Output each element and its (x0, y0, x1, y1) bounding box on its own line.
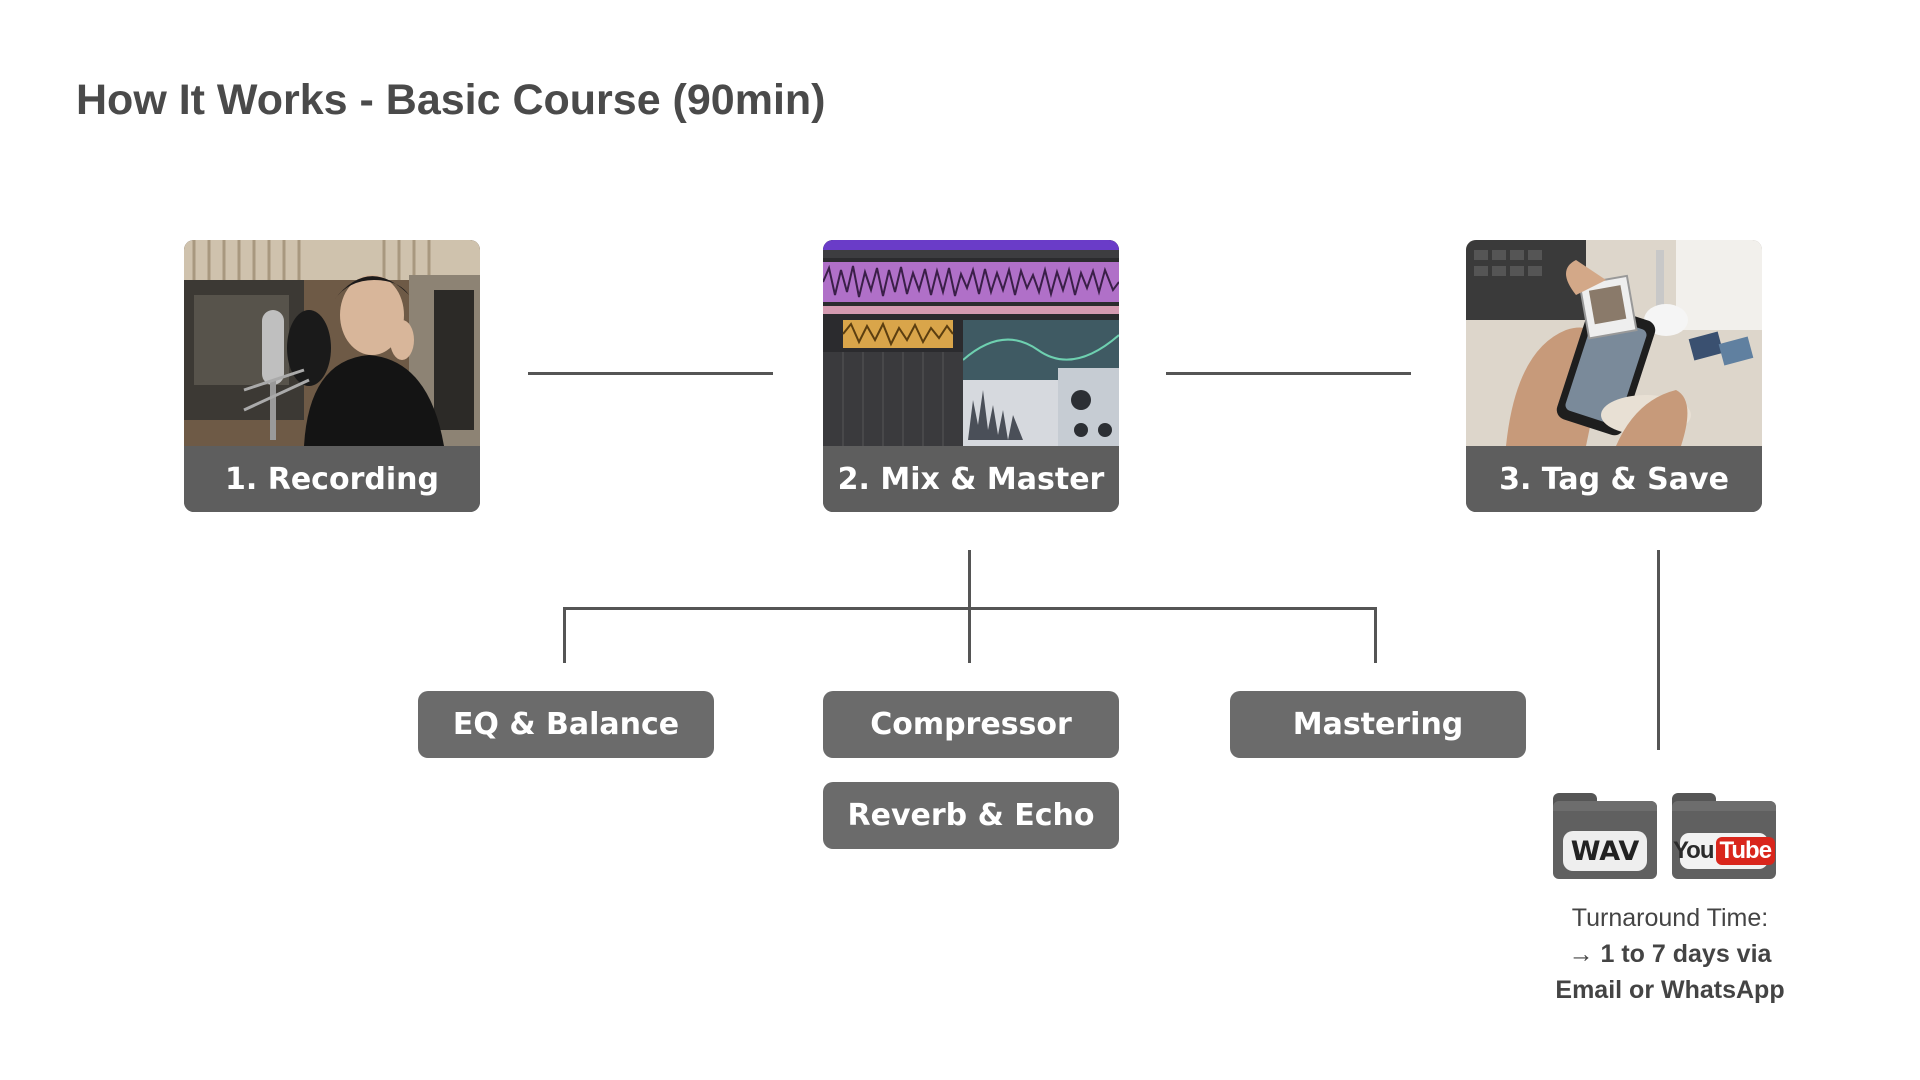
step-label: 1. Recording (184, 446, 480, 512)
mix-task-mastering: Mastering (1230, 691, 1526, 758)
turnaround-info: Turnaround Time: → 1 to 7 days via Email… (1535, 900, 1805, 1008)
wav-label: WAV (1563, 831, 1647, 871)
tag-save-photo (1466, 240, 1762, 446)
youtube-folder-icon: You Tube (1672, 793, 1776, 879)
mix-task-eq-balance: EQ & Balance (418, 691, 714, 758)
step-label: 3. Tag & Save (1466, 446, 1762, 512)
connector-line (563, 607, 1377, 610)
youtube-logo-icon: You Tube (1673, 833, 1776, 869)
turnaround-channels: Email or WhatsApp (1555, 976, 1785, 1004)
mix-task-compressor: Compressor (823, 691, 1119, 758)
step-card-mix-master: 2. Mix & Master (823, 240, 1119, 512)
turnaround-label: Turnaround Time: (1571, 904, 1769, 932)
connector-line (1657, 550, 1660, 750)
page-title: How It Works - Basic Course (90min) (76, 76, 826, 124)
connector-line (1374, 607, 1377, 663)
step-label: 2. Mix & Master (823, 446, 1119, 512)
connector-line (563, 607, 566, 663)
connector-line (1166, 372, 1411, 375)
connector-line (968, 550, 971, 663)
mix-task-reverb-echo: Reverb & Echo (823, 782, 1119, 849)
connector-line (528, 372, 773, 375)
step-card-tag-save: 3. Tag & Save (1466, 240, 1762, 512)
turnaround-days: → 1 to 7 days via (1568, 940, 1772, 968)
recording-photo (184, 240, 480, 446)
step-card-recording: 1. Recording (184, 240, 480, 512)
wav-folder-icon: WAV (1553, 793, 1657, 879)
daw-screenshot (823, 240, 1119, 446)
